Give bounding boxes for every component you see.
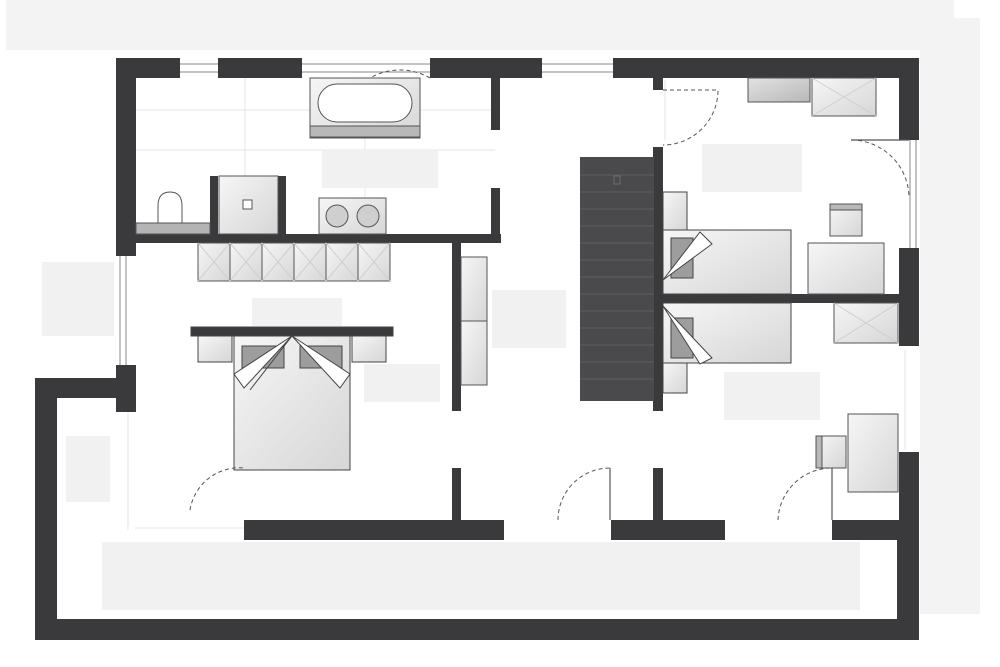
wall-bottom-2 [611, 520, 725, 540]
wall-right-1 [899, 58, 919, 140]
wall-top-2 [218, 58, 302, 78]
wall-stair-right [653, 147, 663, 411]
furniture-bedroom-ne [747, 77, 885, 295]
wall-bottom-3 [832, 520, 919, 540]
wardrobe-hall [460, 256, 488, 386]
room-label-placeholders [42, 144, 860, 610]
label-placeholder-master-bed [252, 298, 342, 326]
wall-master-right-lower [452, 468, 461, 522]
wall-left-upper [116, 58, 136, 256]
door-swing-hall-1 [557, 467, 611, 521]
wall-outer-right [897, 540, 919, 640]
staircase [580, 157, 654, 401]
wall-outer-left [35, 378, 57, 640]
toilet [135, 191, 211, 235]
wall-top-4 [613, 58, 919, 78]
window-sills [119, 63, 917, 365]
door-swing-bath [369, 69, 431, 79]
furniture-bedroom-se [815, 302, 899, 493]
wall-right-2 [899, 248, 919, 346]
bathtub [309, 77, 421, 139]
door-leaves [609, 139, 909, 520]
door-swings [189, 69, 910, 521]
door-swing-hall-2 [777, 467, 833, 521]
door-swing-master [189, 467, 245, 511]
bed-upper [662, 191, 792, 295]
wall-hall-lower [653, 468, 663, 522]
door-swing-stair-top [662, 89, 719, 146]
wall-toilet-1 [210, 176, 218, 236]
label-placeholder-master [364, 364, 440, 402]
wall-master-right [452, 243, 461, 411]
wall-toilet-2 [278, 176, 286, 236]
double-sink [318, 197, 387, 235]
shower [218, 175, 279, 235]
wall-bedrooms-divider [663, 294, 899, 303]
label-placeholder-bedroom-nw [702, 144, 802, 192]
wall-left-mid [116, 365, 136, 412]
background-panels [6, 0, 980, 614]
wall-right-3 [899, 452, 919, 542]
wardrobe-master [197, 242, 391, 282]
door-swing-bedroom-ne [850, 139, 910, 199]
wall-bath-right-lower [491, 188, 500, 243]
label-placeholder-left-lower [66, 436, 110, 502]
wall-bottom-1 [244, 520, 504, 540]
bed-lower [662, 302, 792, 394]
wall-top-3 [430, 58, 542, 78]
label-placeholder-bedroom-se [724, 372, 820, 420]
label-placeholder-hall [492, 290, 566, 348]
wall-bath-right-upper [491, 78, 500, 130]
label-placeholder-balcony [102, 542, 860, 610]
double-bed [190, 326, 394, 471]
wall-outer-left-top [35, 378, 125, 398]
wall-bath-bottom [136, 234, 501, 243]
walls [35, 58, 919, 640]
label-placeholder-bathroom [322, 150, 438, 188]
wall-stair-right-top [653, 78, 663, 90]
wall-outer-bottom [35, 619, 919, 640]
label-placeholder-left-outside [42, 262, 114, 336]
